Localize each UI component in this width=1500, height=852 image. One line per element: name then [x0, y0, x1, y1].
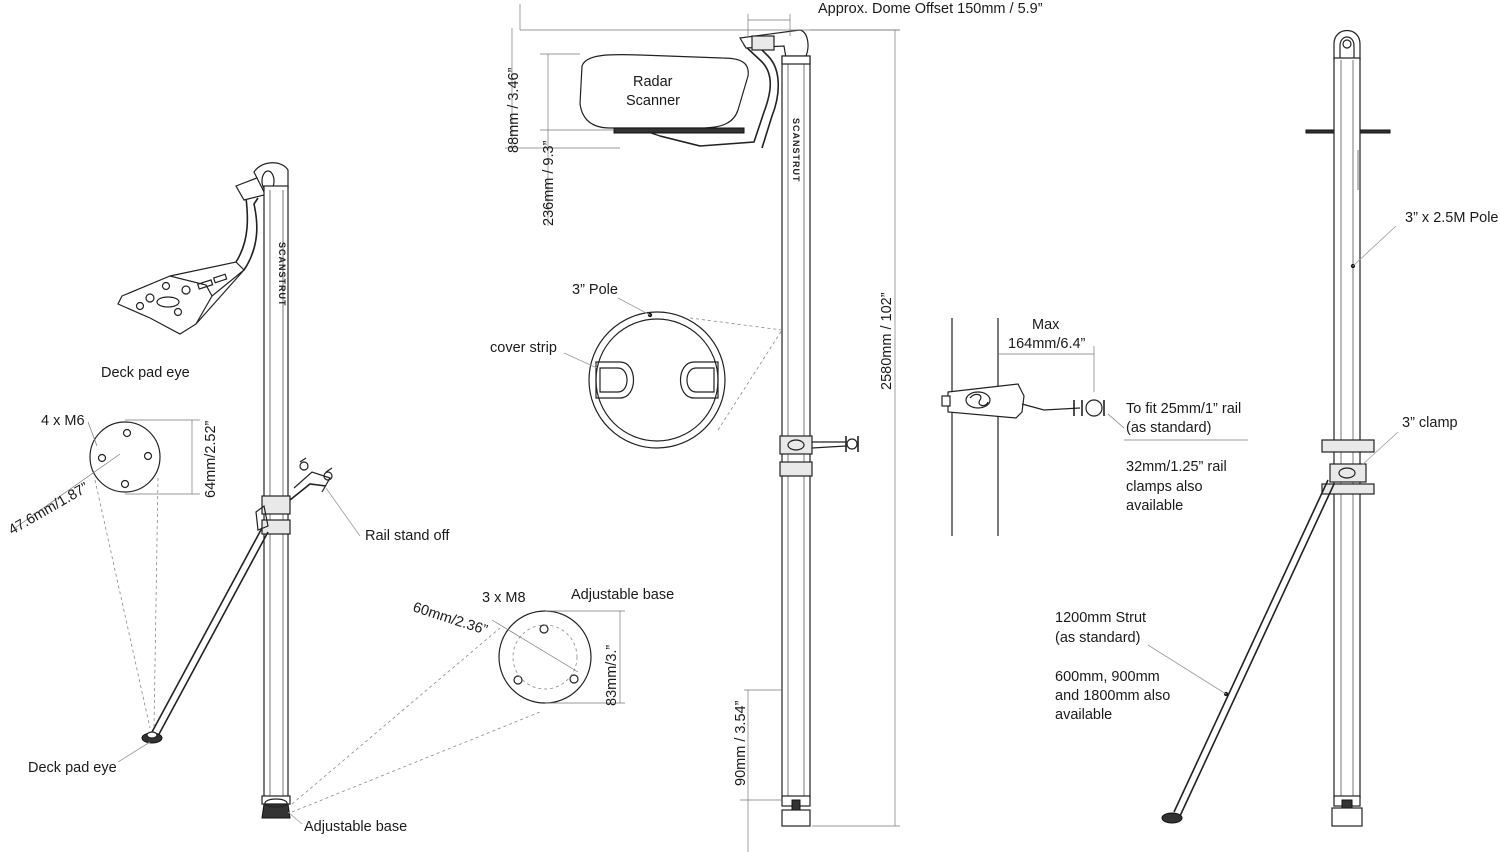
max-label-line2: 164mm/6.4”: [1008, 336, 1086, 352]
radar-label-line2: Scanner: [626, 93, 680, 109]
three-inch-clamp-label: 3” clamp: [1402, 415, 1458, 431]
dim-64mm-label: 64mm/2.52”: [203, 420, 219, 498]
pole-spec-label: 3” x 2.5M Pole: [1405, 210, 1499, 226]
side-pole-brand: SCANSTRUT: [791, 118, 801, 183]
strut-opts-line3: available: [1055, 707, 1112, 723]
strut-opts-line2: and 1800mm also: [1055, 688, 1170, 704]
pole-cross-section: [588, 311, 726, 449]
deck-pad-eye-bottom-label: Deck pad eye: [28, 760, 117, 776]
cover-strip-label: cover strip: [490, 340, 557, 356]
clamps-line1: 32mm/1.25” rail: [1126, 459, 1227, 475]
deck-pad-eye-top-label: Deck pad eye: [101, 365, 190, 381]
adjustable-base-detail: [491, 610, 625, 704]
side-elevation-pole: SCANSTRUT: [579, 29, 859, 827]
radar-scanner-dome: [579, 54, 749, 129]
max-label-line1: Max: [1032, 317, 1060, 333]
rail-fit-line1: To fit 25mm/1” rail: [1126, 401, 1241, 417]
dim-47mm-label: 47.6mm/1.87”: [6, 480, 92, 539]
adjustable-base-center-label: Adjustable base: [571, 587, 674, 603]
strut-opts-line1: 600mm, 900mm: [1055, 669, 1160, 685]
dim-83mm-label: 83mm/3.”: [604, 645, 620, 706]
strut-line1: 1200mm Strut: [1055, 610, 1146, 626]
deck-pad-plate: [117, 261, 245, 335]
four-m6-label: 4 x M6: [41, 413, 85, 429]
three-inch-pole-label: 3” Pole: [572, 282, 618, 298]
rail-stand-off-iso: [289, 457, 333, 501]
strut-line2: (as standard): [1055, 630, 1140, 646]
deck-pad-eye-detail: [14, 419, 200, 729]
rail-fit-line2: (as standard): [1126, 420, 1211, 436]
radar-label-line1: Radar: [633, 74, 673, 90]
front-elevation-pole: [1161, 29, 1391, 827]
adjustable-base-left-label: Adjustable base: [304, 819, 407, 835]
dome-offset-label: Approx. Dome Offset 150mm / 5.9”: [818, 1, 1043, 17]
three-m8-label: 3 x M8: [482, 590, 526, 606]
dim-90mm-label: 90mm / 3.54”: [733, 700, 749, 786]
rail-stand-off-label: Rail stand off: [365, 528, 450, 544]
iso-pole-brand: SCANSTRUT: [277, 242, 287, 307]
iso-pole-assembly: SCANSTRUT: [117, 162, 333, 819]
rail-standoff-detail: [941, 318, 1248, 536]
clamps-line3: available: [1126, 498, 1183, 514]
dim-236mm-label: 236mm / 9.3”: [541, 140, 557, 226]
clamps-line2: clamps also: [1126, 479, 1203, 495]
dim-60mm-label: 60mm/2.36”: [411, 600, 490, 639]
dim-2580mm-label: 2580mm / 102”: [879, 292, 895, 390]
dim-88mm-label: 88mm / 3.46”: [506, 67, 522, 153]
